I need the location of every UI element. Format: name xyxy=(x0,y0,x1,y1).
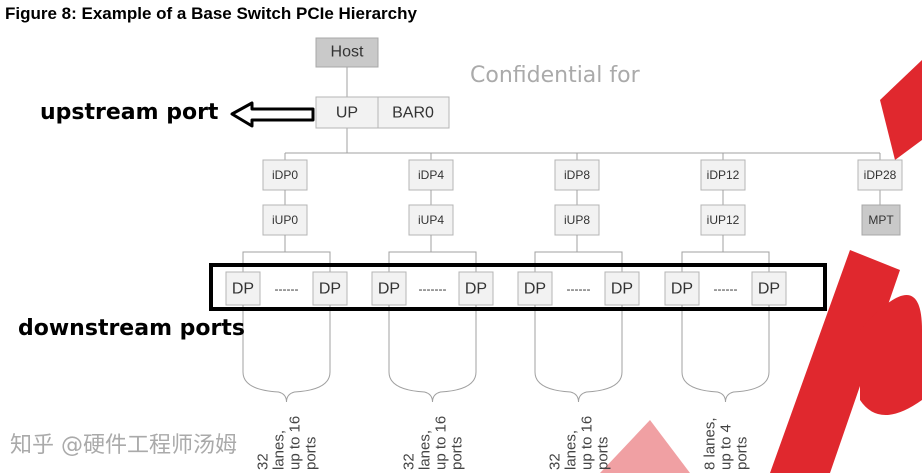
dots-separator: ------- xyxy=(419,282,447,296)
lane-info-text: up to 16 xyxy=(433,416,450,470)
bar0-label: BAR0 xyxy=(392,105,434,122)
brace xyxy=(534,305,623,403)
dots-separator: ------ xyxy=(275,282,299,296)
dots-separator: ------ xyxy=(567,282,591,296)
bar0-node xyxy=(377,96,450,129)
idp-node xyxy=(554,159,600,191)
dots-separator: ------ xyxy=(714,282,738,296)
dp-node xyxy=(458,271,494,306)
idp-label: iDP12 xyxy=(707,168,740,182)
connector-lines xyxy=(284,66,881,205)
dp-node xyxy=(371,271,407,306)
brace xyxy=(388,305,477,403)
lane-info-text: ports xyxy=(734,437,751,470)
dp-node xyxy=(751,271,787,306)
iup-label: iUP4 xyxy=(418,213,444,227)
lane-info-text: 8 lanes, xyxy=(702,417,719,470)
brace xyxy=(242,305,331,403)
dp-label: DP xyxy=(232,281,254,298)
idp-node xyxy=(700,159,746,191)
lane-info-text: lanes, xyxy=(417,430,434,470)
dp-node xyxy=(604,271,640,306)
idp-label: iDP0 xyxy=(272,168,298,182)
lane-info-text: ports xyxy=(303,437,320,470)
iup-node xyxy=(408,204,454,236)
iup-node xyxy=(700,204,746,236)
iup-label: iUP0 xyxy=(272,213,298,227)
connector xyxy=(388,235,477,272)
dp-label: DP xyxy=(671,281,693,298)
confidential-watermark: Confidential for xyxy=(470,63,641,88)
host-node xyxy=(315,37,379,68)
brace xyxy=(681,305,770,403)
iup-node xyxy=(554,204,600,236)
red-watermark xyxy=(600,60,922,473)
connector xyxy=(681,235,770,272)
lane-info-text: ports xyxy=(595,437,612,470)
iup-label: iUP8 xyxy=(564,213,590,227)
up-label: UP xyxy=(336,105,358,122)
lane-info-text: 32 xyxy=(547,453,564,470)
connector xyxy=(242,235,331,272)
dp-node xyxy=(664,271,700,306)
iup-label: iUP12 xyxy=(707,213,740,227)
lane-info-text: ports xyxy=(449,437,466,470)
mpt-label: MPT xyxy=(868,213,894,227)
dp-node xyxy=(225,271,261,306)
idp-label: iDP4 xyxy=(418,168,444,182)
lane-info-text: up to 16 xyxy=(287,416,304,470)
dp-label: DP xyxy=(319,281,341,298)
zhihu-watermark: 知乎 @硬件工程师汤姆 xyxy=(10,433,237,458)
idp-node xyxy=(262,159,308,191)
lane-info-text: 32 xyxy=(401,453,418,470)
connector xyxy=(534,235,623,272)
downstream-ports-highlight xyxy=(209,263,827,311)
lane-info-text: lanes, xyxy=(271,430,288,470)
dp-label: DP xyxy=(378,281,400,298)
idp-label: iDP8 xyxy=(564,168,590,182)
upstream-port-annotation: upstream port xyxy=(40,100,219,125)
figure-title: Figure 8: Example of a Base Switch PCIe … xyxy=(5,4,417,23)
mpt-node xyxy=(861,204,901,236)
lane-info-text: lanes, xyxy=(563,430,580,470)
arrow-left-icon xyxy=(230,101,315,128)
dp-label: DP xyxy=(611,281,633,298)
idp28-label: iDP28 xyxy=(864,168,897,182)
host-label: Host xyxy=(331,44,364,61)
lane-info-text: up to 4 xyxy=(718,424,735,470)
idp28-node xyxy=(857,159,903,191)
dp-label: DP xyxy=(524,281,546,298)
downstream-ports-annotation: downstream ports xyxy=(18,316,245,341)
dp-label: DP xyxy=(758,281,780,298)
dp-label: DP xyxy=(465,281,487,298)
lane-info-text: 32 xyxy=(255,453,272,470)
lane-info-text: up to 16 xyxy=(579,416,596,470)
dp-node xyxy=(312,271,348,306)
